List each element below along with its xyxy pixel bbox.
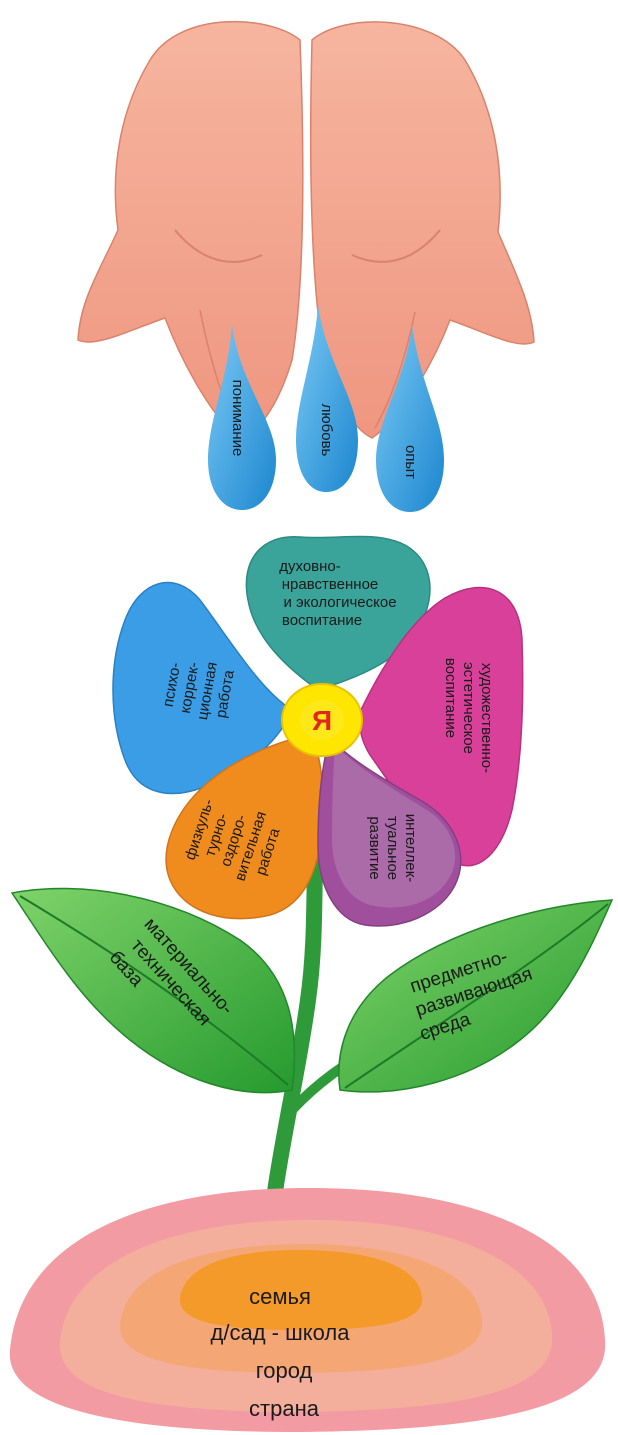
drop-lyubov: любовь bbox=[296, 305, 358, 492]
petal-teal-line-1: духовно- bbox=[279, 558, 341, 575]
petal-purple-line-2: туальное bbox=[384, 816, 401, 880]
petal-psycho-correction: психо- коррек- ционная работа bbox=[112, 581, 293, 795]
hands-illustration bbox=[77, 20, 535, 441]
ground-label-city: город bbox=[256, 1358, 313, 1383]
petal-shape bbox=[317, 736, 462, 927]
petal-intellectual: интеллек- туальное развитие bbox=[317, 736, 462, 927]
ground-core bbox=[179, 1250, 423, 1330]
petal-magenta-line-3: воспитание bbox=[442, 658, 459, 738]
petal-magenta-line-2: эстетическое bbox=[460, 662, 477, 754]
ground-label-family: семья bbox=[249, 1284, 311, 1309]
flower-center: Я bbox=[281, 683, 363, 757]
petal-teal-line-3: и экологическое bbox=[283, 594, 396, 611]
drop-opyt: опыт bbox=[376, 325, 444, 512]
leaf-left: материально- техническая база bbox=[10, 887, 296, 1094]
drop-label: любовь bbox=[318, 404, 335, 457]
drop-shape bbox=[208, 325, 276, 510]
leaf-shape bbox=[338, 899, 614, 1093]
petal-purple-line-1: интеллек- bbox=[402, 814, 419, 883]
drop-ponimanie: понимание bbox=[208, 325, 276, 510]
ground-label-school: д/сад - школа bbox=[211, 1320, 351, 1345]
ground-label-country: страна bbox=[249, 1396, 320, 1421]
petal-magenta-line-1: художественно- bbox=[478, 663, 495, 773]
petal-spiritual-moral: духовно- нравственное и экологическое во… bbox=[245, 535, 431, 691]
petal-teal-line-2: нравственное bbox=[282, 576, 379, 593]
center-label: Я bbox=[312, 705, 332, 736]
drop-shape bbox=[376, 325, 444, 512]
ground-layers: семья д/сад - школа город страна bbox=[9, 1187, 606, 1432]
drop-label: опыт bbox=[402, 445, 419, 479]
drop-label: понимание bbox=[229, 380, 246, 457]
drop-shape bbox=[296, 305, 358, 492]
petal-teal-line-4: воспитание bbox=[282, 612, 362, 629]
leaf-right: предметно- развивающая среда bbox=[338, 899, 614, 1093]
left-hand bbox=[77, 20, 304, 441]
leaf-shape bbox=[10, 887, 296, 1094]
petal-purple-line-3: развитие bbox=[366, 816, 383, 879]
petal-physical-health: физкуль- турно- оздоро- вительная работа bbox=[165, 734, 324, 920]
